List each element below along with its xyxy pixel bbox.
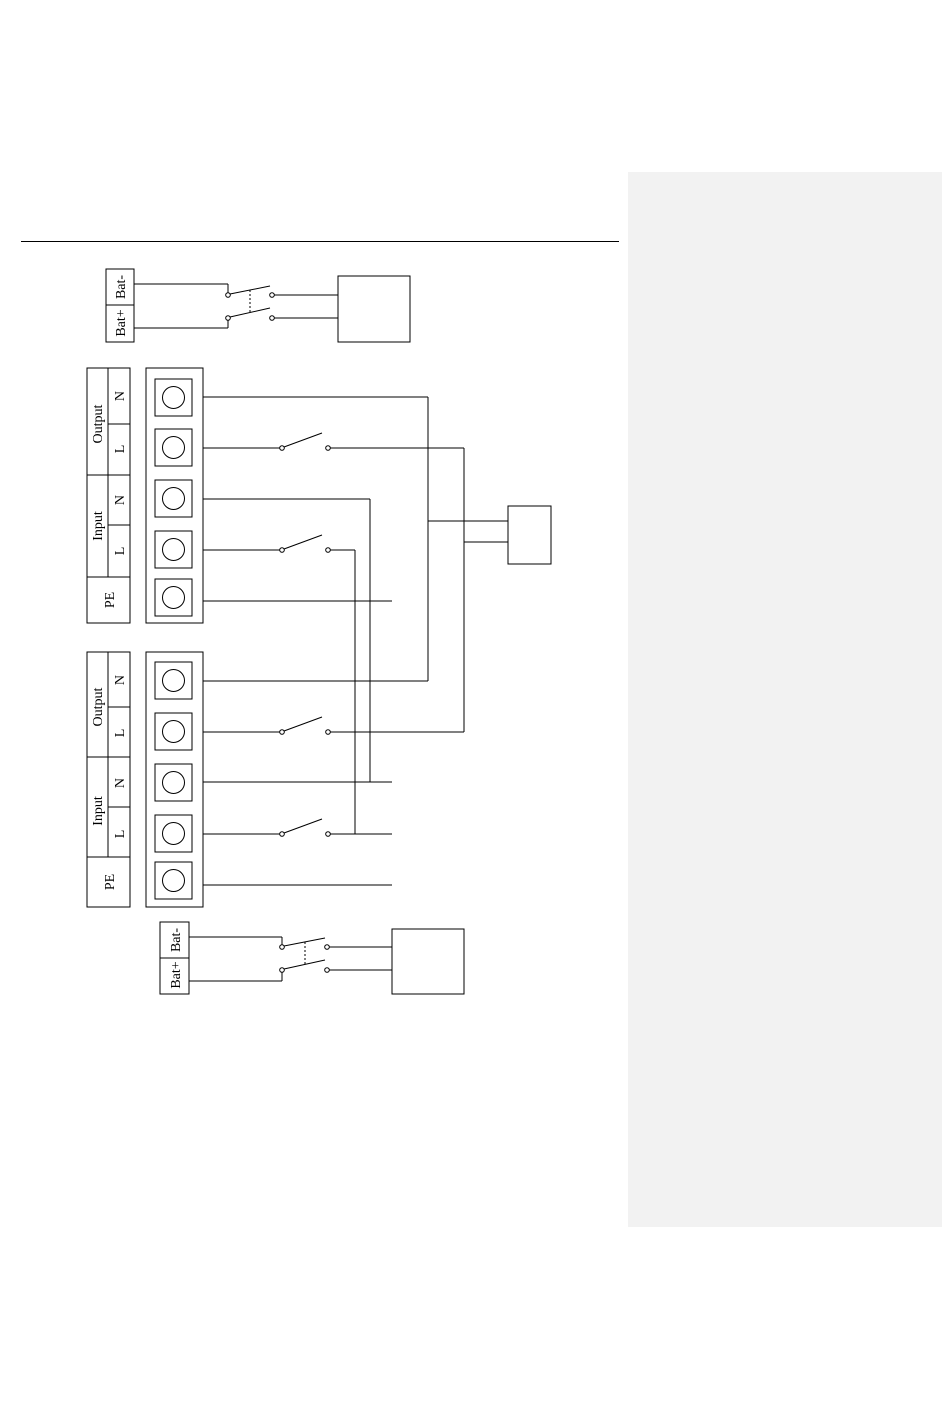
bottom-battery-box — [392, 929, 464, 994]
unit2-terminal-input-l-screw — [163, 823, 185, 845]
unit1-terminal-output-l — [155, 429, 192, 466]
top-battery-wires — [134, 284, 228, 328]
bottom-bat-plus-label: Bat+ — [169, 961, 184, 988]
input-line-bus — [203, 550, 392, 834]
unit2-terminal-output-l-screw — [163, 721, 185, 743]
unit1-input-label: Input — [91, 511, 106, 541]
unit2-input-label: Input — [91, 796, 106, 826]
protective-earth-wires — [203, 601, 392, 885]
unit1-input-n-label: N — [113, 495, 128, 505]
unit2-input-n-label: N — [113, 778, 128, 788]
bottom-bat-minus-label: Bat- — [169, 928, 184, 952]
unit2-terminal-output-n-screw — [163, 670, 185, 692]
unit2-input-line-switch — [280, 819, 331, 836]
unit2-input-l-label: L — [113, 830, 128, 839]
unit2-output-n-label: N — [113, 675, 128, 685]
unit2-terminal-input-l — [155, 815, 192, 852]
input-neutral-bus — [203, 499, 392, 782]
unit1-terminal-pe — [155, 579, 192, 616]
unit1-output-l-label: L — [113, 445, 128, 454]
top-bat-plus-label: Bat+ — [114, 309, 129, 336]
bottom-battery-wires — [189, 937, 282, 981]
unit1-terminal-input-l-screw — [163, 539, 185, 561]
unit1-terminal-input-n-screw — [163, 488, 185, 510]
top-battery-box — [338, 276, 410, 342]
unit2-terminal-pe — [155, 862, 192, 899]
unit2-terminal-input-n-screw — [163, 772, 185, 794]
top-bat-minus-label: Bat- — [114, 275, 129, 299]
unit1-terminal-pe-screw — [163, 587, 185, 609]
load-box — [508, 506, 551, 564]
unit2-terminal-strip — [146, 652, 203, 907]
unit1-input-l-label: L — [113, 547, 128, 556]
unit1-input-line-switch — [280, 535, 331, 552]
unit1-terminal-output-n — [155, 379, 192, 416]
unit2-terminal-pe-screw — [163, 870, 185, 892]
unit2-terminal-input-n — [155, 764, 192, 801]
unit1-output-line-switch — [280, 433, 331, 450]
unit1-terminal-input-n — [155, 480, 192, 517]
unit1-output-n-label: N — [113, 391, 128, 401]
unit2-terminal-output-n — [155, 662, 192, 699]
top-battery-breaker — [226, 286, 338, 320]
unit1-output-label: Output — [91, 404, 106, 443]
unit1-terminal-output-n-screw — [163, 387, 185, 409]
unit2-output-l-label: L — [113, 729, 128, 738]
unit1-terminal-output-l-screw — [163, 437, 185, 459]
unit2-output-label: Output — [91, 687, 106, 726]
bottom-battery-breaker — [280, 938, 392, 972]
unit1-terminal-strip — [146, 368, 203, 623]
unit1-terminal-input-l — [155, 531, 192, 568]
unit2-terminal-output-l — [155, 713, 192, 750]
unit2-pe-label: PE — [103, 874, 118, 890]
unit2-output-line-switch — [280, 717, 331, 734]
unit1-pe-label: PE — [103, 592, 118, 608]
